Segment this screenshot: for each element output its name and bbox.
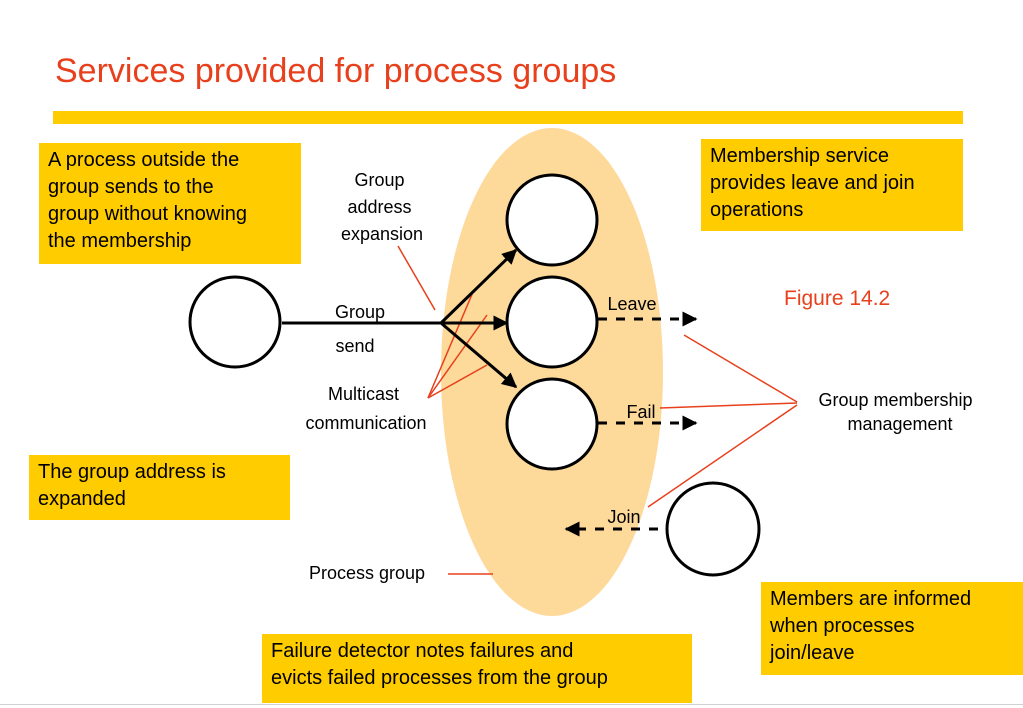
process-group-ellipse <box>441 128 663 616</box>
multicast-arrow-top <box>439 248 518 325</box>
fail-label: Fail <box>626 402 655 422</box>
multicast-arrow-bottom <box>440 321 518 389</box>
outside-process-node <box>188 275 282 369</box>
group-send-label-2: send <box>335 336 374 356</box>
multicast-pointer-line-2 <box>427 314 488 399</box>
member-process-node-bottom <box>505 377 599 471</box>
multicast-communication-label: Multicast communication <box>305 384 426 433</box>
member-process-node-middle <box>505 275 599 369</box>
membership-pointer-join <box>647 404 798 508</box>
multicast-pointer-line-3 <box>427 364 488 399</box>
address-expanded-note: The group address is expanded <box>29 455 290 520</box>
join-label: Join <box>607 507 640 527</box>
membership-service-note: Membership service provides leave and jo… <box>701 139 963 231</box>
outside-sender-note: A process outside the group sends to the… <box>39 143 301 264</box>
member-process-node-top <box>505 173 599 267</box>
multicast-pointer-line-1 <box>427 291 474 399</box>
membership-pointer-fail <box>659 402 798 409</box>
membership-pointer-leave <box>683 334 798 403</box>
failure-detector-note: Failure detector notes failures and evic… <box>262 634 692 703</box>
joining-process-node <box>665 481 761 577</box>
process-group-label: Process group <box>309 563 425 583</box>
group-membership-management-label: Group membership management <box>818 390 977 434</box>
expansion-pointer-line <box>397 245 436 311</box>
leave-label: Leave <box>607 294 656 314</box>
title-underline-bar <box>53 111 963 124</box>
pointer-lines <box>397 245 798 575</box>
figure-label: Figure 14.2 <box>784 287 891 310</box>
members-informed-note: Members are informed when processes join… <box>761 582 1023 675</box>
page-title: Services provided for process groups <box>55 52 617 90</box>
group-address-expansion-label: Group address expansion <box>341 170 423 244</box>
slide-bottom-rule <box>0 704 1023 705</box>
group-send-label-1: Group <box>335 302 385 322</box>
